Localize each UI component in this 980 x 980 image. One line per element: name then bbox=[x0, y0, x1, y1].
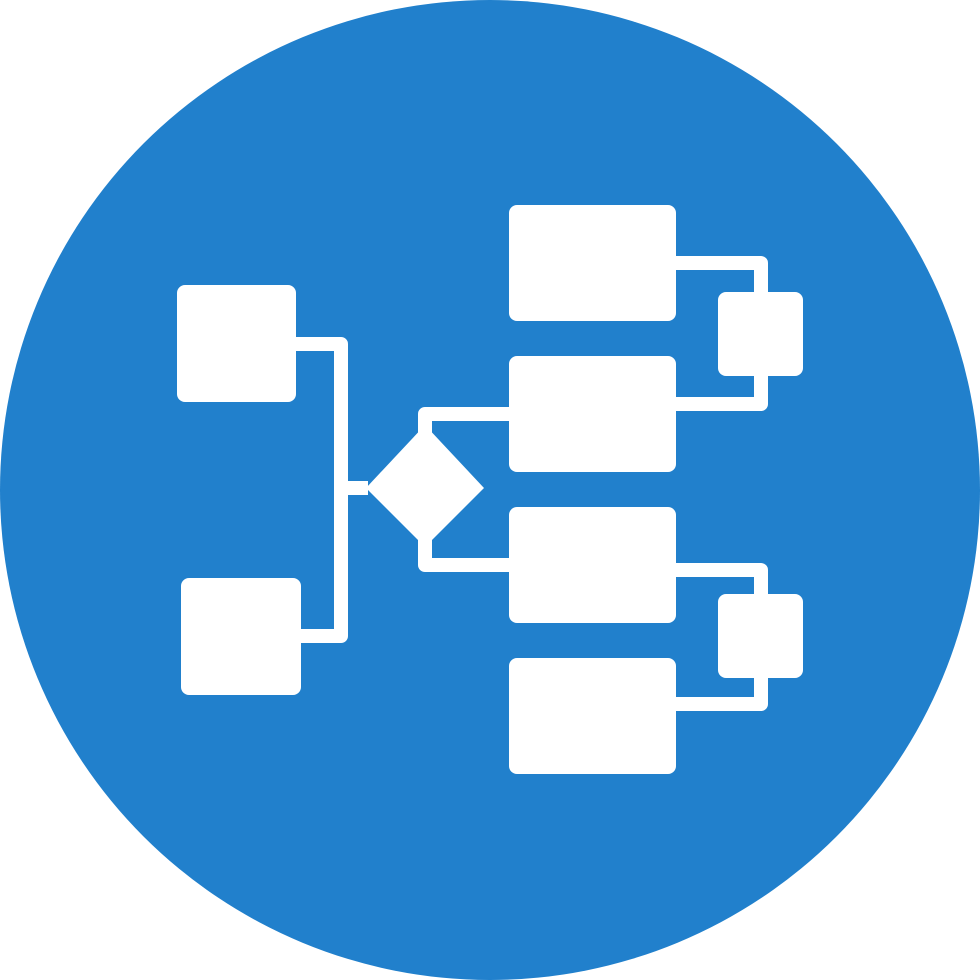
connector-box4-to-far-bottom bbox=[676, 678, 768, 711]
right-box-4 bbox=[509, 658, 676, 774]
left-bottom-box bbox=[181, 578, 301, 695]
decision-diamond bbox=[366, 425, 484, 547]
right-box-1 bbox=[509, 205, 676, 321]
right-box-2 bbox=[509, 356, 676, 472]
left-top-box bbox=[177, 285, 296, 402]
connector-diamond-down bbox=[418, 536, 509, 572]
right-box-3 bbox=[509, 507, 676, 623]
connector-box3-to-far-bottom bbox=[676, 563, 768, 594]
flowchart-shapes bbox=[177, 205, 803, 774]
connector-box2-to-far-top bbox=[676, 376, 768, 411]
connector-left-top bbox=[296, 337, 348, 488]
connector-diamond-up bbox=[418, 407, 509, 440]
flowchart-connectors bbox=[296, 256, 768, 711]
connector-left-bottom bbox=[301, 488, 348, 643]
connector-box1-to-far-top bbox=[676, 256, 768, 292]
far-right-bottom-box bbox=[718, 594, 803, 678]
far-right-top-box bbox=[718, 292, 803, 376]
